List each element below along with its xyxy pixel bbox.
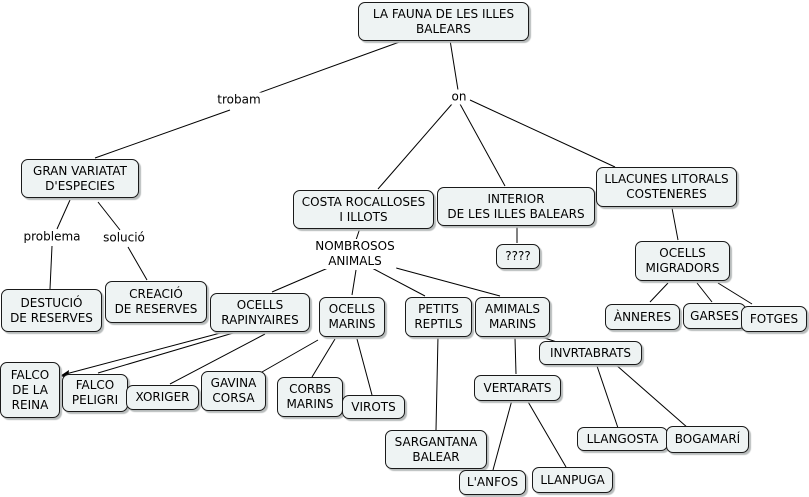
link-vertarats-llanpuga — [526, 399, 567, 468]
concept-sargantana[interactable]: SARGANTANA BALEAR — [385, 430, 487, 469]
link-on-llacunes — [469, 99, 616, 168]
concept-bogamari[interactable]: BOGAMARÍ — [666, 426, 749, 453]
link-on-interior — [459, 103, 506, 187]
concept-garses[interactable]: GARSES — [683, 303, 746, 329]
link-label-on: on — [449, 89, 469, 105]
concept-falco-reina[interactable]: FALCO DE LA REINA — [0, 362, 60, 418]
concept-animals-marins[interactable]: AMIMALS MARINS — [475, 297, 550, 337]
link-animals-marins-vertarats — [514, 337, 517, 375]
link-vertarats-anfos — [492, 399, 513, 471]
link-migradors-anneres — [649, 282, 669, 303]
concept-llanpuga[interactable]: LLANPUGA — [532, 467, 613, 493]
concept-la-fauna[interactable]: LA FAUNA DE LES ILLES BALEARS — [358, 2, 529, 41]
link-solucio-creacio — [127, 246, 148, 281]
link-invertabrats-llangosta — [596, 365, 619, 429]
concept-falco-peligri[interactable]: FALCO PELIGRI — [62, 374, 128, 412]
concept-gran-variatat[interactable]: GRAN VARIATAT D'ESPECIES — [21, 159, 139, 198]
link-root-on — [449, 39, 459, 91]
link-gran-problema — [56, 199, 71, 230]
link-nombrosos-reptils — [371, 267, 426, 297]
concept-gavina-corsa[interactable]: GAVINA CORSA — [201, 371, 266, 411]
concept-llangosta[interactable]: LLANGOSTA — [577, 427, 668, 451]
link-on-costa — [377, 103, 453, 190]
concept-costa-rocalloses[interactable]: COSTA ROCALLOSES I ILLOTS — [293, 190, 434, 229]
concept-anneres[interactable]: ÀNNERES — [605, 304, 680, 330]
link-gran-solucio — [97, 201, 121, 231]
link-nombrosos-rapinyaires — [271, 264, 336, 293]
link-nombrosos-marins — [351, 269, 357, 296]
concept-invertabrats[interactable]: INVRTABRATS — [539, 341, 642, 365]
concept-vertarats[interactable]: VERTARATS — [474, 375, 561, 401]
link-rapinyaires-falco-reina — [61, 330, 229, 376]
link-reptils-sargantana — [435, 335, 439, 431]
link-root-trobam — [244, 39, 406, 99]
link-costa-nombrosos — [355, 227, 361, 241]
link-rapinyaires-xoriger — [169, 333, 266, 385]
concept-petits-reptils[interactable]: PETITS REPTILS — [405, 297, 472, 337]
concept-llacunes[interactable]: LLACUNES LITORALS COSTENERES — [596, 167, 737, 207]
concept-virots[interactable]: VIROTS — [342, 395, 405, 419]
concept-xoriger[interactable]: XORIGER — [126, 385, 199, 410]
concept-unknown[interactable]: ???? — [496, 244, 540, 269]
link-invertabrats-bogamari — [614, 363, 689, 429]
link-label-nombrosos-animals: NOMBROSOS ANIMALS — [313, 239, 397, 269]
link-trobam-gran — [94, 109, 231, 159]
link-migradors-garses — [696, 282, 713, 303]
concept-ocells-marins[interactable]: OCELLS MARINS — [319, 297, 385, 337]
link-rapinyaires-falco-peligri — [97, 330, 241, 374]
concept-creacio[interactable]: CREACIÓ DE RESERVES — [105, 281, 207, 323]
link-marins-gavina — [261, 339, 319, 373]
link-label-problema: problema — [21, 229, 83, 245]
link-llacunes-migradors — [671, 207, 679, 241]
link-label-trobam: trobam — [215, 92, 263, 108]
link-marins-corbs — [311, 338, 336, 378]
link-marins-virots — [356, 338, 373, 396]
link-label-solucio: solució — [101, 230, 147, 246]
concept-corbs-marins[interactable]: CORBS MARINS — [277, 377, 343, 417]
concept-lanfos[interactable]: L'ANFOS — [459, 470, 526, 495]
link-migradors-fotges — [717, 282, 753, 305]
concept-fotges[interactable]: FOTGES — [741, 306, 807, 332]
concept-destucio[interactable]: DESTUCIÓ DE RESERVES — [1, 289, 102, 332]
concept-interior[interactable]: INTERIOR DE LES ILLES BALEARS — [437, 187, 595, 226]
concept-ocells-migradors[interactable]: OCELLS MIGRADORS — [635, 241, 730, 281]
link-problema-destucio — [49, 245, 53, 290]
link-nombrosos-animals-marins — [384, 264, 501, 297]
concept-ocells-rapinyaires[interactable]: OCELLS RAPINYAIRES — [210, 293, 310, 332]
